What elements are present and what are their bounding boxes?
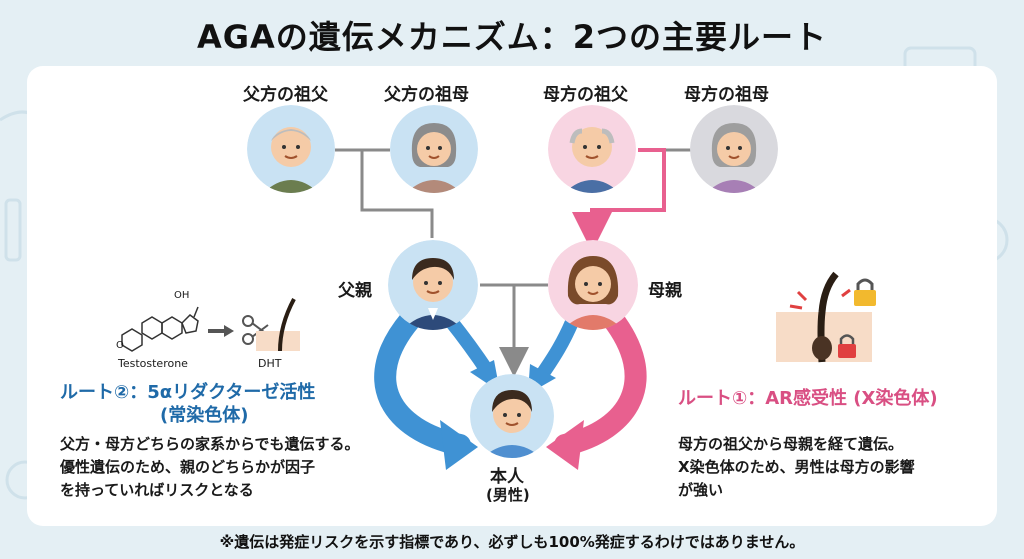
route2-father-arrow	[374, 309, 471, 456]
route2-desc-line: 優性遺伝のため、親のどちらかが因子	[60, 458, 316, 476]
route1-description: 母方の祖父から母親を経て遺伝。 X染色体のため、男性は母方の影響 が強い	[678, 433, 915, 502]
route2-title: ルート②：5αリダクターゼ活性	[60, 382, 316, 403]
maternal-grandfather-line	[572, 148, 666, 252]
label-father: 父親	[338, 281, 372, 301]
label-paternal-grandmother: 父方の祖母	[384, 85, 469, 105]
label-self-sub: (男性)	[486, 486, 530, 504]
route2-desc-line: 父方・母方どちらの家系からでも遺伝する。	[60, 435, 360, 453]
dht-label: DHT	[258, 357, 282, 370]
route2-mother-arrow	[533, 315, 579, 385]
father-avatar	[388, 240, 478, 330]
lock-icon	[854, 278, 876, 306]
footer-note: ※遺伝は発症リスクを示す指標であり、必ずしも100%発症するわけではありません。	[219, 533, 805, 551]
route2-subtitle: (常染色体)	[160, 405, 249, 426]
route1-mother-arrow	[554, 307, 647, 456]
route2-desc-line: を持っていればリスクとなる	[60, 481, 254, 499]
page-title: AGAの遺伝メカニズム：2つの主要ルート	[196, 18, 828, 56]
paternal-grandfather-avatar	[247, 105, 335, 193]
molecule-oh-label: OH	[174, 290, 190, 301]
label-maternal-grandmother: 母方の祖母	[684, 85, 769, 105]
parents-to-child-line	[480, 283, 548, 362]
route1-desc-line: 母方の祖父から母親を経て遺伝。	[678, 435, 904, 453]
route1-title: ルート①：AR感受性 (X染色体)	[678, 388, 938, 409]
mother-avatar	[548, 240, 638, 330]
hair-receptor-illustration	[776, 271, 876, 363]
route1-desc-line: X染色体のため、男性は母方の影響	[678, 458, 915, 476]
molecule-o-label: O	[116, 340, 124, 351]
route1-desc-line: が強い	[678, 481, 724, 499]
label-mother: 母親	[648, 281, 682, 301]
testosterone-label: Testosterone	[118, 357, 188, 370]
paternal-grandparents-line	[335, 148, 434, 238]
label-self: 本人	[490, 467, 524, 487]
maternal-grandmother-avatar	[690, 105, 778, 193]
lock-icon	[838, 334, 856, 358]
testosterone-to-dht-illustration	[121, 298, 300, 352]
label-paternal-grandfather: 父方の祖父	[243, 85, 328, 105]
paternal-grandmother-avatar	[390, 105, 478, 193]
label-maternal-grandfather: 母方の祖父	[543, 85, 628, 105]
route2-description: 父方・母方どちらの家系からでも遺伝する。 優性遺伝のため、親のどちらかが因子 を…	[60, 433, 360, 502]
self-avatar	[470, 374, 554, 458]
maternal-grandfather-avatar	[548, 105, 636, 193]
route2-father-small-arrow	[443, 313, 495, 379]
